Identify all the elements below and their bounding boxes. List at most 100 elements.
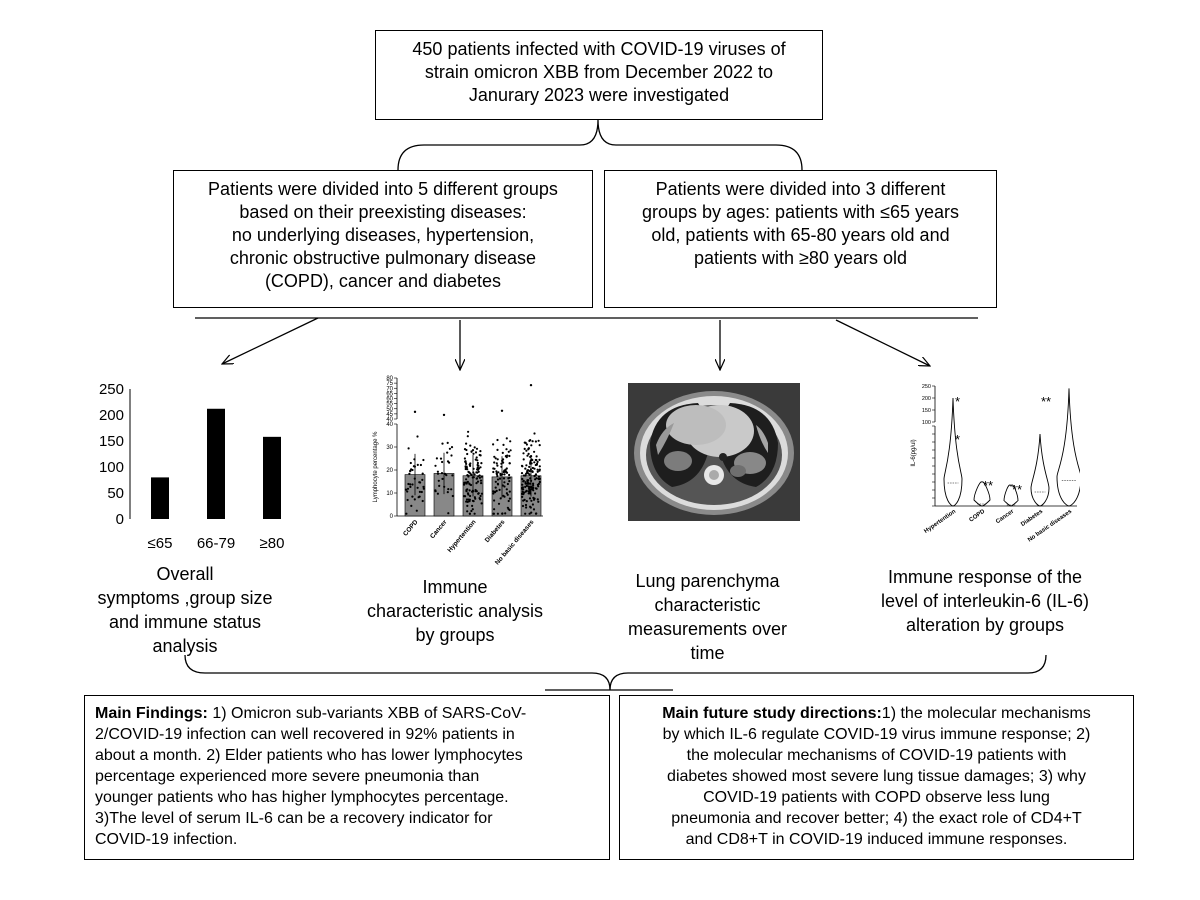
data-point xyxy=(436,470,439,473)
data-point xyxy=(445,474,448,477)
data-point xyxy=(441,460,444,464)
x-tick-label: COPD xyxy=(402,519,420,538)
data-point xyxy=(436,492,439,495)
findings-line: 2/COVID-19 infection can well recovered … xyxy=(95,726,515,743)
disease-box-line: (COPD), cancer and diabetes xyxy=(264,271,502,291)
y-tick-label: 80 xyxy=(386,376,393,382)
data-point xyxy=(506,506,509,509)
data-point xyxy=(496,483,500,486)
disease-box-line: no underlying diseases, hypertension, xyxy=(231,225,535,245)
y-axis-label: IL-6(pg/ul) xyxy=(911,439,917,466)
data-point xyxy=(406,487,410,490)
data-point xyxy=(531,487,534,491)
data-point xyxy=(522,458,525,461)
outlier-point xyxy=(500,409,504,412)
data-point xyxy=(420,490,423,494)
data-point xyxy=(416,435,419,438)
data-point xyxy=(521,504,525,508)
caption-line: Immune response of the xyxy=(887,567,1083,587)
data-point xyxy=(503,470,506,473)
directions-line: by which IL-6 regulate COVID-19 virus im… xyxy=(662,726,1091,743)
data-point xyxy=(522,491,526,494)
data-point xyxy=(526,480,529,483)
data-point xyxy=(524,490,527,493)
x-tick-label: 66-79 xyxy=(197,535,235,552)
data-point xyxy=(533,475,536,478)
data-point xyxy=(508,454,511,458)
data-point xyxy=(492,470,495,474)
data-point xyxy=(528,486,532,489)
data-point xyxy=(496,478,500,481)
findings-label: Main Findings: xyxy=(95,705,208,722)
data-point xyxy=(527,482,530,485)
data-point xyxy=(409,483,412,486)
data-point xyxy=(524,474,527,477)
data-point xyxy=(530,444,533,447)
data-point xyxy=(465,466,468,469)
data-point xyxy=(537,482,540,485)
data-point xyxy=(503,473,506,476)
data-point xyxy=(474,458,477,461)
data-point xyxy=(446,441,449,444)
data-point xyxy=(421,472,424,475)
data-point xyxy=(522,452,525,455)
data-point xyxy=(493,467,496,470)
data-point xyxy=(446,451,449,454)
y-tick-label: 70 xyxy=(386,386,393,392)
data-point xyxy=(476,480,480,483)
caption-line: symptoms ,group size xyxy=(97,588,273,608)
data-point xyxy=(407,482,410,486)
data-point xyxy=(508,480,511,483)
data-point xyxy=(479,479,483,482)
data-point xyxy=(465,498,469,501)
data-point xyxy=(416,463,419,466)
data-point xyxy=(494,486,497,489)
data-point xyxy=(526,470,529,473)
data-point xyxy=(411,495,414,498)
data-point xyxy=(503,495,506,498)
data-point xyxy=(538,480,541,484)
data-point xyxy=(521,477,524,481)
disease-groups-box: Patients were divided into 5 different g… xyxy=(173,170,593,308)
data-point xyxy=(509,440,512,443)
arrow-1 xyxy=(222,317,319,364)
data-point xyxy=(465,442,468,445)
data-point xyxy=(528,439,531,442)
y-tick-label: 75 xyxy=(386,381,393,387)
data-point xyxy=(528,490,531,493)
data-point xyxy=(535,455,538,458)
data-point xyxy=(531,458,534,462)
data-point xyxy=(464,495,467,498)
data-point xyxy=(479,498,482,501)
findings-line-0: Main Findings: 1) Omicron sub-variants X… xyxy=(95,703,599,724)
data-point xyxy=(446,460,450,463)
data-point xyxy=(532,482,535,485)
data-point xyxy=(435,457,438,460)
caption-line: Immune xyxy=(422,577,488,597)
data-point xyxy=(505,492,508,495)
data-point xyxy=(465,462,468,465)
top-box-line: strain omicron XBB from December 2022 to xyxy=(424,62,774,82)
data-point xyxy=(422,487,425,490)
data-point xyxy=(536,470,539,473)
data-point xyxy=(471,499,474,502)
data-point xyxy=(480,482,483,485)
data-point xyxy=(421,499,424,503)
data-point xyxy=(494,457,497,460)
data-point xyxy=(505,488,508,491)
data-point xyxy=(473,446,476,449)
y-tick-label: 65 xyxy=(386,391,393,397)
data-point xyxy=(473,512,476,515)
y-tick-label: 50 xyxy=(107,485,124,502)
data-point xyxy=(506,482,509,486)
main-findings-box: Main Findings: 1) Omicron sub-variants X… xyxy=(84,695,610,860)
data-point xyxy=(529,505,532,508)
caption-line: alteration by groups xyxy=(905,615,1065,635)
data-point xyxy=(497,471,500,474)
data-point xyxy=(522,479,525,482)
data-point xyxy=(438,484,441,487)
data-point xyxy=(496,438,499,442)
data-point xyxy=(479,494,482,498)
data-point xyxy=(505,471,509,474)
